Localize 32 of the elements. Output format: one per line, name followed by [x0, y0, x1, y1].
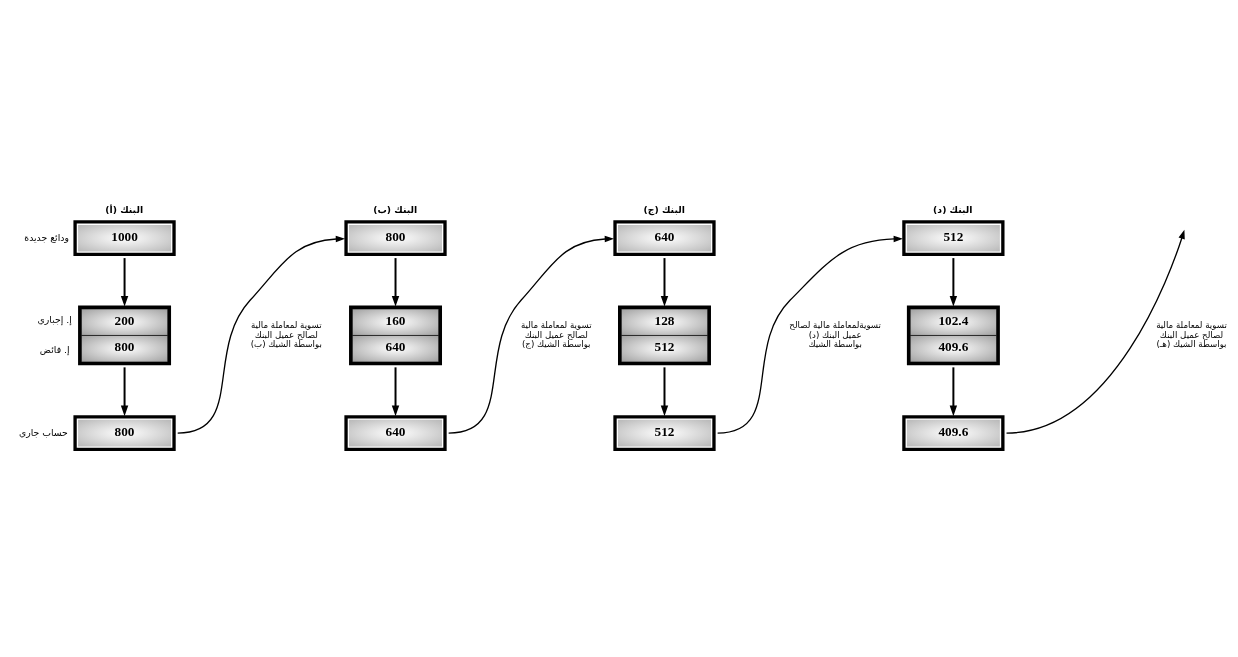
arrow [949, 257, 958, 307]
edge-label: تسوية لمعاملة مالية لصالح عميل البنك (ب) بواسطة الشيك [250, 320, 322, 350]
node-label: البنك (ب) [373, 204, 418, 216]
node-label: حساب جاري [18, 426, 68, 438]
arrow [1005, 229, 1185, 434]
edge-label: تسوية لمعاملة مالية لصالح عميل البنك (ج) بواسطة الشيك [520, 320, 592, 350]
arrow [949, 366, 958, 417]
node-box: 409.6 [902, 415, 1005, 452]
edge-label: تسوية لمعاملة مالية لصالح عميل البنك (هـ) بواسطة الشيك [1156, 320, 1227, 350]
node-box: 512 [613, 415, 716, 452]
node-box: 1000 [73, 220, 176, 257]
edge-label: تسويةلمعاملة مالية لصالح عميل البنك (د) بواسطة الشيك [789, 320, 881, 350]
arrow [177, 235, 346, 434]
node-label: إ. فائض [39, 343, 70, 355]
node-label: البنك (ج) [643, 204, 685, 216]
arrow [120, 257, 129, 307]
node-label: ودائع جديدة [24, 231, 69, 243]
node-box: 800 [344, 220, 447, 257]
arrow [660, 257, 669, 307]
arrow [391, 366, 400, 417]
node-box: 800 [73, 415, 176, 452]
node-box: 640 [344, 415, 447, 452]
node-box: 640 [613, 220, 716, 257]
arrow [716, 235, 903, 434]
arrow [448, 235, 615, 434]
node-box: 512 [902, 220, 1005, 257]
arrow [660, 366, 669, 417]
node-label: البنك (أ) [105, 204, 144, 216]
node-label: البنك (د) [933, 204, 973, 216]
arrow [120, 366, 129, 417]
arrow [391, 257, 400, 307]
node-label: إ. إجباري [37, 313, 72, 325]
